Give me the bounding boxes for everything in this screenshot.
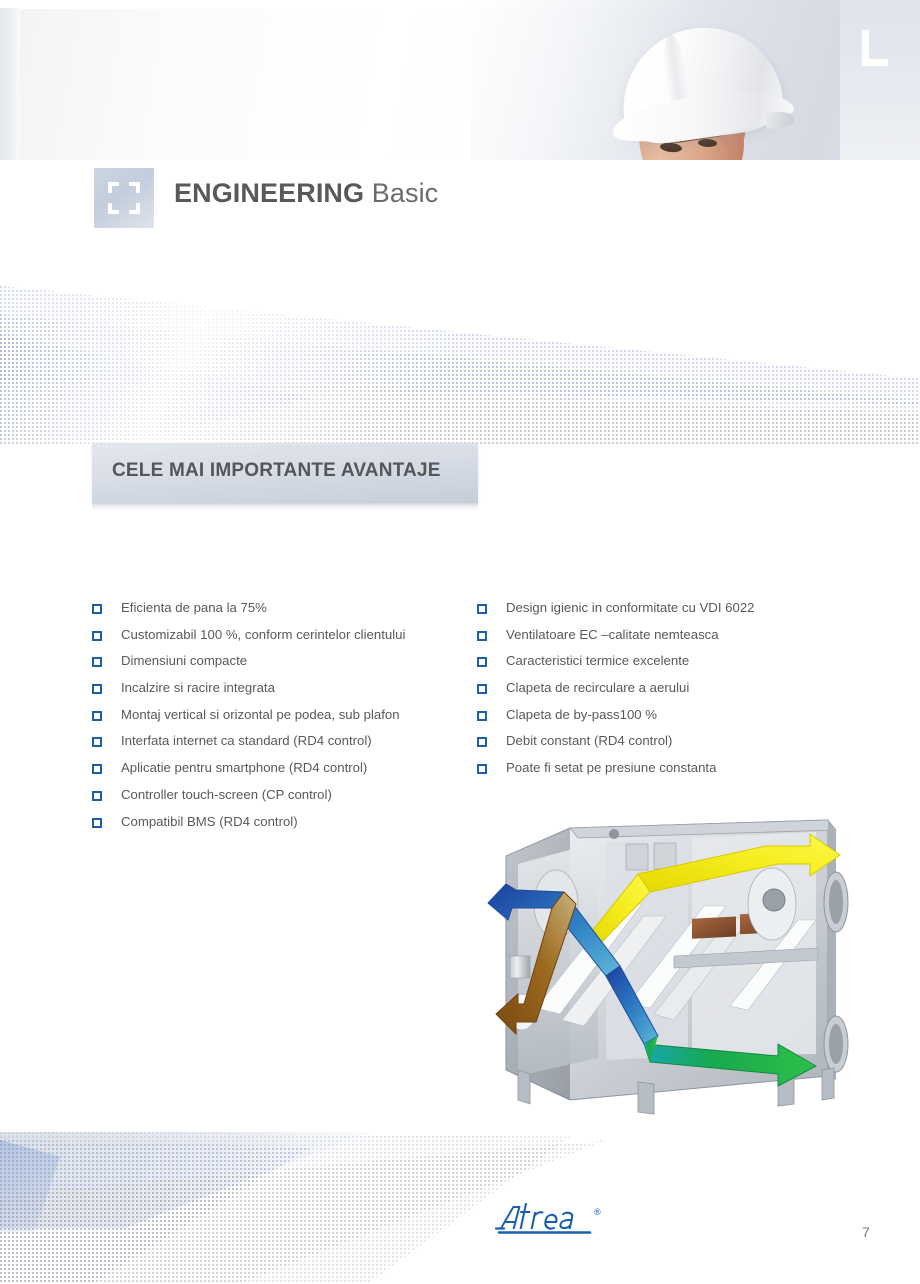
bullet-square-icon [477,737,487,748]
advantage-label: Controller touch-screen (CP control) [121,786,332,802]
page-title-light: Basic [371,178,439,208]
bullet-square-icon [477,604,487,614]
decorative-wave-bottom [0,1124,920,1284]
section-banner: CELE MAI IMPORTANTE AVANTAJE [92,443,478,503]
advantage-label: Dimensiuni compacte [121,653,248,669]
bullet-square-icon [477,764,487,775]
advantage-label: Interfata internet ca standard (RD4 cont… [121,733,372,749]
supply-air-arrow [587,833,841,945]
advantage-item: Ventilatoare EC –calitate nemteasca [477,627,817,654]
advantage-item: Customizabil 100 %, conform cerintelor c… [92,627,462,654]
square-frame-icon [108,182,140,214]
atrea-logo: ® [487,1199,617,1239]
bullet-square-icon [92,790,102,801]
extract-air-arrow [495,891,577,1035]
advantage-item: Controller touch-screen (CP control) [92,787,462,814]
page-number: 7 [862,1224,870,1240]
section-banner-shadow [92,503,478,511]
advantage-item: Poate fi setat pe presiune constanta [477,760,817,787]
header-top-white-strip [0,0,840,9]
page-title-strong: ENGINEERING [174,178,365,208]
title-badge [94,168,154,228]
advantage-label: Customizabil 100 %, conform cerintelor c… [121,626,406,642]
bullet-square-icon [92,737,102,748]
advantage-label: Debit constant (RD4 control) [506,733,673,749]
bullet-square-icon [92,817,102,828]
section-banner-title: CELE MAI IMPORTANTE AVANTAJE [112,460,441,481]
fresh-air-arrow [643,1036,817,1087]
advantage-label: Montaj vertical si orizontal pe podea, s… [121,706,400,722]
advantage-label: Eficienta de pana la 75% [121,600,267,615]
logo-trademark-symbol: ® [594,1207,601,1217]
bullet-square-icon [477,657,487,668]
advantages-right-column: Design igienic in conformitate cu VDI 60… [477,600,817,787]
exhaust-air-arrow [487,883,659,1045]
advantage-label: Clapeta de recirculare a aerului [506,680,690,696]
advantage-item: Clapeta de recirculare a aerului [477,680,817,707]
advantage-label: Incalzire si racire integrata [121,680,275,696]
advantage-label: Caracteristici termice excelente [506,653,690,669]
advantage-label: Poate fi setat pe presiune constanta [506,760,717,776]
advantage-label: Compatibil BMS (RD4 control) [121,813,298,829]
advantage-item: Montaj vertical si orizontal pe podea, s… [92,707,462,734]
bullet-square-icon [92,764,102,775]
advantages-left-column: Eficienta de pana la 75% Customizabil 100… [92,600,462,840]
header-photo-band [0,0,920,160]
advantage-item: Design igienic in conformitate cu VDI 60… [477,600,817,627]
advantage-label: Ventilatoare EC –calitate nemteasca [506,626,719,642]
advantage-item: Caracteristici termice excelente [477,653,817,680]
bullet-square-icon [477,710,487,721]
advantage-item: Clapeta de by-pass100 % [477,707,817,734]
advantage-label: Aplicatie pentru smartphone (RD4 control… [121,760,368,776]
advantage-item: Interfata internet ca standard (RD4 cont… [92,733,462,760]
wave-sheen [0,286,920,446]
page-title-row: ENGINEERING Basic [94,168,594,244]
advantage-item: Compatibil BMS (RD4 control) [92,814,462,841]
corner-bracket-icon [862,30,888,66]
bullet-square-icon [92,710,102,721]
advantage-label: Design igienic in conformitate cu VDI 60… [506,600,755,615]
advantage-item: Eficienta de pana la 75% [92,600,462,627]
advantage-item: Aplicatie pentru smartphone (RD4 control… [92,760,462,787]
air-handling-unit-image [478,808,878,1153]
bullet-square-icon [92,630,102,641]
advantage-item: Dimensiuni compacte [92,653,462,680]
header-left-strip [0,8,20,160]
header-right-panel [840,0,920,160]
bullet-square-icon [92,604,102,614]
bullet-square-icon [477,630,487,641]
bullet-square-icon [92,684,102,695]
bullet-square-icon [92,657,102,668]
advantage-item: Debit constant (RD4 control) [477,733,817,760]
decorative-wave-top [0,286,920,446]
advantage-item: Incalzire si racire integrata [92,680,462,707]
advantage-label: Clapeta de by-pass100 % [506,706,658,722]
page-title: ENGINEERING Basic [174,178,438,209]
bullet-square-icon [477,684,487,695]
ahu-duct-connections [823,871,849,1073]
